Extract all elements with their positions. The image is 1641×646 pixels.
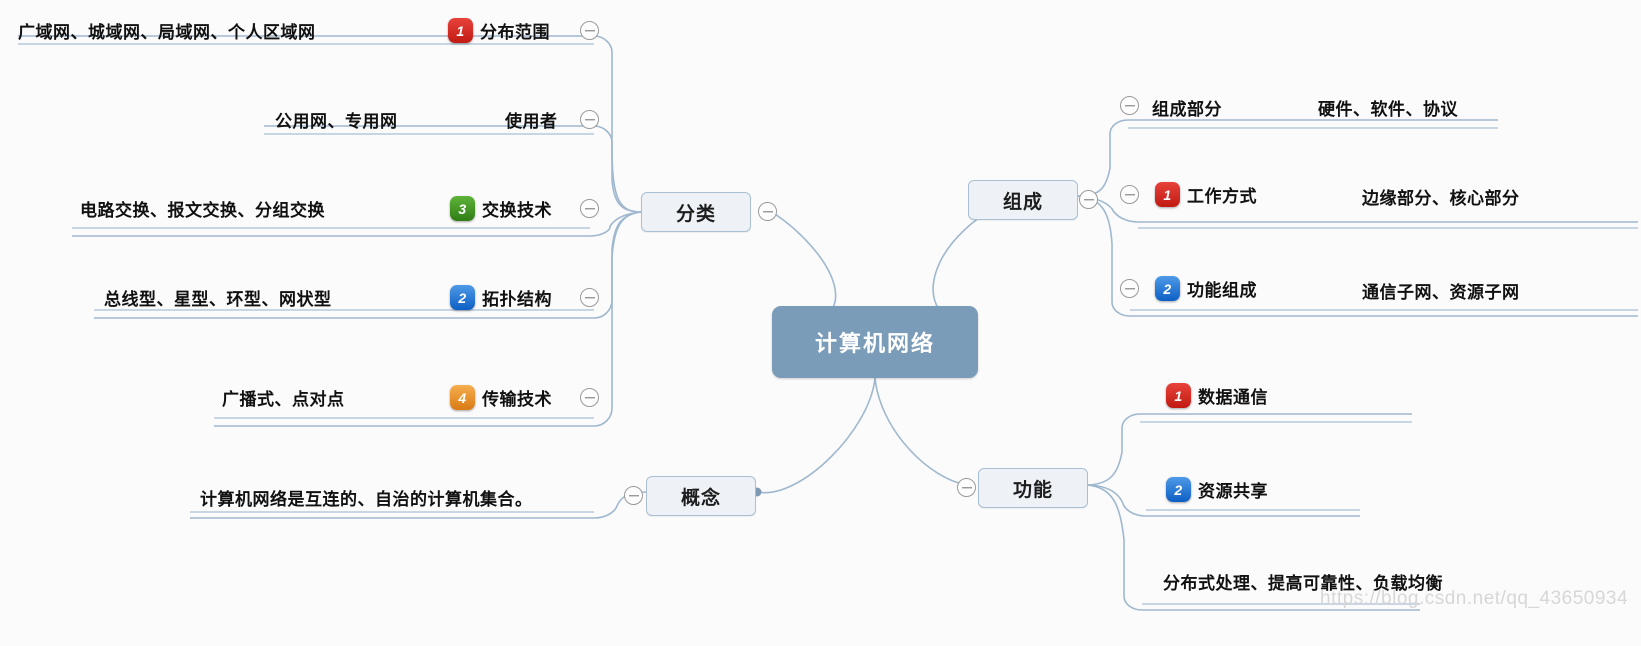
- branch-label-concept: 概念: [680, 487, 721, 509]
- priority-badge: 2: [1166, 477, 1191, 502]
- topic-label: 工作方式: [1187, 187, 1257, 206]
- leaf-composition-parts-detail: 硬件、软件、协议: [1318, 100, 1458, 119]
- leaf-transmission-technology-detail: 广播式、点对点: [222, 390, 345, 409]
- branch-node-function[interactable]: 功能: [978, 468, 1088, 508]
- collapse-toggle-topology[interactable]: [580, 288, 599, 307]
- branch-label-composition: 组成: [1002, 191, 1043, 213]
- branch-node-composition[interactable]: 组成: [968, 180, 1078, 220]
- collapse-toggle-composition[interactable]: [1079, 190, 1098, 209]
- topic-functional-composition[interactable]: 2 功能组成: [1155, 276, 1257, 301]
- priority-badge: 2: [1155, 276, 1180, 301]
- topic-label: 组成部分: [1152, 100, 1222, 119]
- leaf-distribution-range-detail: 广域网、城域网、局域网、个人区域网: [18, 23, 316, 42]
- collapse-toggle-working-mode[interactable]: [1120, 185, 1139, 204]
- collapse-toggle-classification[interactable]: [758, 202, 777, 221]
- branch-label-classification: 分类: [675, 203, 716, 225]
- topic-label: 使用者: [505, 112, 558, 131]
- priority-badge: 1: [1155, 182, 1180, 207]
- topic-label: 分布范围: [480, 23, 550, 42]
- topic-transmission-technology[interactable]: 4 传输技术: [450, 385, 552, 410]
- collapse-toggle-transmission-technology[interactable]: [580, 388, 599, 407]
- leaf-concept-detail: 计算机网络是互连的、自治的计算机集合。: [200, 490, 533, 509]
- branch-node-classification[interactable]: 分类: [641, 192, 751, 232]
- topic-label: 交换技术: [482, 201, 552, 220]
- topic-distribution-range[interactable]: 1 分布范围: [448, 18, 550, 43]
- leaf-topology-detail: 总线型、星型、环型、网状型: [104, 290, 332, 309]
- collapse-toggle-concept[interactable]: [624, 486, 643, 505]
- collapse-toggle-function[interactable]: [957, 478, 976, 497]
- topic-label: 资源共享: [1198, 482, 1268, 501]
- priority-badge: 1: [1166, 383, 1191, 408]
- topic-user[interactable]: 使用者: [505, 107, 558, 132]
- priority-badge: 4: [450, 385, 475, 410]
- watermark: https://blog.csdn.net/qq_43650934: [1320, 588, 1629, 609]
- root-node-label: 计算机网络: [814, 331, 935, 356]
- root-node[interactable]: 计算机网络: [772, 306, 978, 378]
- topic-label: 数据通信: [1198, 388, 1268, 407]
- topic-distributed-processing[interactable]: 分布式处理、提高可靠性、负载均衡: [1163, 574, 1443, 593]
- priority-badge: 3: [450, 196, 475, 221]
- collapse-toggle-functional-composition[interactable]: [1120, 279, 1139, 298]
- collapse-toggle-distribution-range[interactable]: [580, 21, 599, 40]
- topic-label: 拓扑结构: [482, 290, 552, 309]
- topic-switching-technology[interactable]: 3 交换技术: [450, 196, 552, 221]
- priority-badge: 2: [450, 285, 475, 310]
- leaf-working-mode-detail: 边缘部分、核心部分: [1362, 189, 1520, 208]
- topic-label: 功能组成: [1187, 281, 1257, 300]
- leaf-switching-technology-detail: 电路交换、报文交换、分组交换: [80, 201, 325, 220]
- topic-label: 传输技术: [482, 390, 552, 409]
- leaf-user-detail: 公用网、专用网: [275, 112, 398, 131]
- priority-badge: 1: [448, 18, 473, 43]
- topic-working-mode[interactable]: 1 工作方式: [1155, 182, 1257, 207]
- branch-label-function: 功能: [1012, 479, 1053, 501]
- topic-composition-parts[interactable]: 组成部分: [1152, 95, 1222, 120]
- leaf-functional-composition-detail: 通信子网、资源子网: [1362, 283, 1520, 302]
- topic-data-communication[interactable]: 1 数据通信: [1166, 383, 1268, 408]
- collapse-toggle-switching-technology[interactable]: [580, 199, 599, 218]
- collapse-toggle-user[interactable]: [580, 110, 599, 129]
- collapse-toggle-composition-parts[interactable]: [1120, 96, 1139, 115]
- topic-topology[interactable]: 2 拓扑结构: [450, 285, 552, 310]
- topic-resource-sharing[interactable]: 2 资源共享: [1166, 477, 1268, 502]
- branch-node-concept[interactable]: 概念: [646, 476, 756, 516]
